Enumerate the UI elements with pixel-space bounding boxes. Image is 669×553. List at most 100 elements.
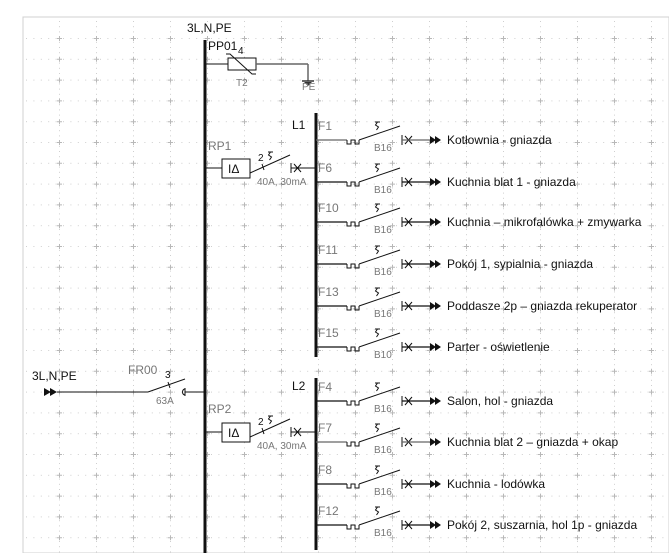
thermal-trip-icon [346, 263, 360, 269]
breaker-rating: B10 [374, 350, 392, 361]
breaker-contact-icon [358, 125, 401, 141]
supply-left-label: 3L,N,PE [32, 369, 77, 383]
breaker-rating: B16 [374, 487, 392, 498]
breaker-rating: B16 [374, 225, 392, 236]
output-arrow-icon [430, 260, 441, 268]
circuit-description: Kotłownia - gniazda [447, 133, 552, 147]
main-switch[interactable]: 3L,N,PE FR00 3 63A [32, 363, 205, 407]
trip-mechanism-icon [374, 423, 380, 433]
rcd-symbol: IΔ [228, 162, 239, 176]
rcd-switch-icon [249, 154, 291, 174]
output-arrow-icon [430, 480, 441, 488]
circuit-description: Kuchnia blat 2 – gniazda + okap [447, 435, 618, 449]
thermal-trip-icon [346, 346, 360, 352]
circuit-id: F4 [318, 380, 332, 394]
rcd-rating: 40A, 30mA [257, 177, 307, 188]
circuit-description: Parter - oświetlenie [447, 340, 550, 354]
circuit-id: F12 [318, 504, 339, 518]
circuit-id: F15 [318, 326, 339, 340]
output-arrow-icon [430, 438, 441, 446]
output-arrow-icon [430, 302, 441, 310]
circuit-id: F6 [318, 161, 332, 175]
rcd-switch-icon [249, 418, 291, 438]
circuit-id: F8 [318, 463, 332, 477]
circuit-description: Poddasze 2p – gniazda rekuperator [447, 299, 637, 313]
circuit-description: Pokój 2, suszarnia, hol 1p - gniazda [447, 518, 637, 532]
rcd-label: RP1 [208, 139, 232, 153]
rcd-poles: 2 [258, 417, 264, 428]
output-arrow-icon [430, 178, 441, 186]
main-switch-label: FR00 [128, 363, 158, 377]
breaker-rating: B16 [374, 185, 392, 196]
rcd-rating: 40A, 30mA [257, 441, 307, 452]
thermal-trip-icon [346, 441, 360, 447]
page-border [22, 16, 669, 553]
thermal-trip-icon [346, 181, 360, 187]
thermal-trip-icon [346, 483, 360, 489]
output-arrow-icon [430, 136, 441, 144]
circuit-description: Kuchnia – mikrofalówka + zmywarka [447, 215, 642, 229]
supply-arrow-icon [44, 388, 57, 396]
rcd-label: RP2 [208, 402, 232, 416]
breaker-rating: B16 [374, 267, 392, 278]
breaker-rating: B16 [374, 309, 392, 320]
surge-protector[interactable]: PP01 4 T2 PE [205, 39, 316, 93]
rcd-box-icon [221, 422, 251, 443]
rcd-symbol: IΔ [228, 426, 239, 440]
breaker-contact-icon [358, 207, 401, 223]
output-arrow-icon [430, 343, 441, 351]
trip-mechanism-icon [374, 328, 380, 338]
trip-mechanism-icon [374, 245, 380, 255]
circuit-id: F13 [318, 285, 339, 299]
output-arrow-icon [430, 218, 441, 226]
surge-protector-label: PP01 [208, 39, 238, 53]
circuit-id: F7 [318, 421, 332, 435]
trip-mechanism-icon [374, 163, 380, 173]
thermal-trip-icon [346, 139, 360, 145]
circuit-description: Kuchnia blat 1 - gniazda [447, 175, 576, 189]
breaker-rating: B16 [374, 143, 392, 154]
main-switch-rating: 63A [156, 396, 174, 407]
breaker-contact-icon [358, 510, 401, 526]
breaker-contact-icon [358, 249, 401, 265]
sub-bus-label: L1 [292, 118, 306, 132]
varistor-icon [227, 57, 257, 71]
breaker-rating: B16 [374, 445, 392, 456]
surge-protector-type: T2 [236, 78, 248, 89]
breaker-rating: B16 [374, 528, 392, 539]
sub-bus-label: L2 [292, 379, 306, 393]
rcd-poles: 2 [258, 153, 264, 164]
rcd-box-icon [221, 158, 251, 179]
ground-icon [302, 80, 314, 86]
circuit-description: Salon, hol - gniazda [447, 394, 553, 408]
circuit-id: F11 [318, 243, 338, 257]
thermal-trip-icon [346, 221, 360, 227]
circuit-id: F10 [318, 201, 339, 215]
circuit-description: Kuchnia - lodówka [447, 477, 545, 491]
ground-label: PE [302, 82, 316, 93]
supply-top-label: 3L,N,PE [187, 21, 232, 35]
breaker-contact-icon [358, 291, 401, 307]
trip-mechanism-icon [374, 287, 380, 297]
switch-contact-icon [147, 378, 186, 393]
main-switch-poles: 3 [165, 370, 171, 381]
breaker-contact-icon [358, 167, 401, 183]
output-arrow-icon [430, 397, 441, 405]
trip-mechanism-icon [374, 382, 380, 392]
circuit-description: Pokój 1, sypialnia - gniazda [447, 257, 593, 271]
thermal-trip-icon [346, 305, 360, 311]
